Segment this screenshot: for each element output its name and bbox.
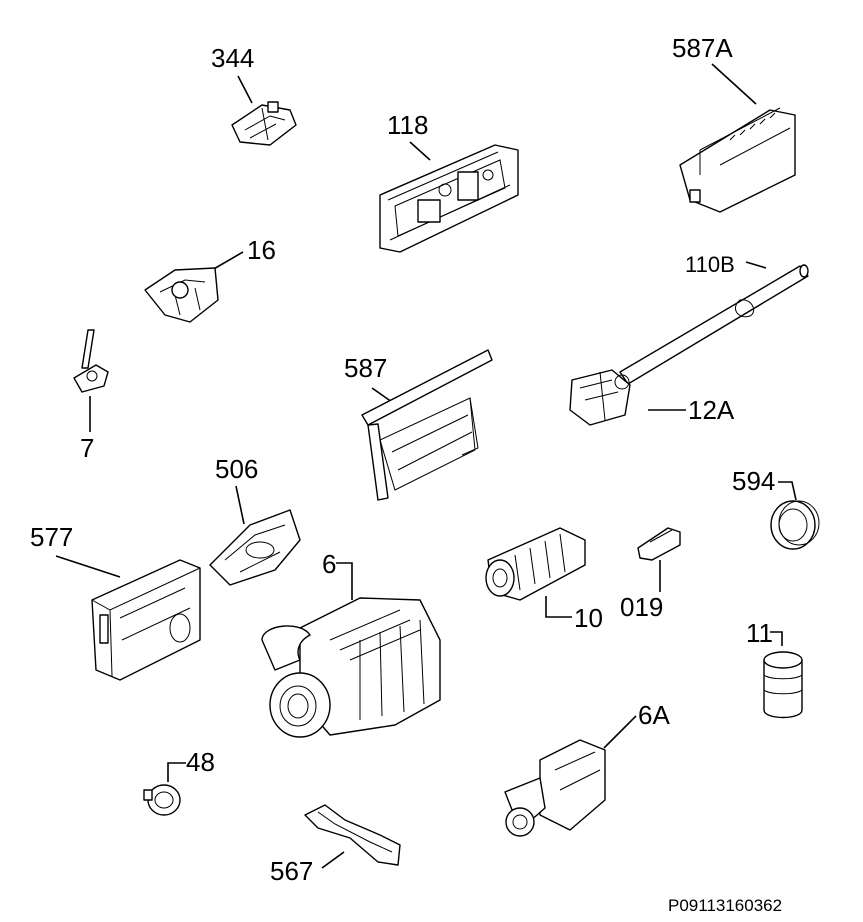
part-11: 11 bbox=[746, 618, 803, 719]
part-16: 16 bbox=[144, 235, 276, 323]
part-10: 10 bbox=[485, 527, 603, 633]
part-110B: 110B bbox=[619, 252, 809, 385]
label-11: 11 bbox=[746, 618, 773, 648]
label-577: 577 bbox=[30, 522, 73, 552]
part-12A: 12A bbox=[569, 369, 735, 426]
label-344: 344 bbox=[211, 43, 254, 73]
label-6A: 6A bbox=[638, 700, 670, 730]
label-594: 594 bbox=[732, 466, 775, 496]
part-577: 577 bbox=[30, 522, 201, 681]
label-10: 10 bbox=[574, 603, 603, 633]
part-506: 506 bbox=[209, 454, 301, 586]
diagram-reference-number: P09113160362 bbox=[668, 896, 782, 915]
part-48: 48 bbox=[143, 747, 215, 816]
label-16: 16 bbox=[247, 235, 276, 265]
label-48: 48 bbox=[186, 747, 215, 777]
part-587: 587 bbox=[344, 349, 493, 501]
part-118: 118 bbox=[379, 110, 519, 253]
label-110B: 110B bbox=[685, 252, 735, 277]
label-7: 7 bbox=[80, 433, 94, 463]
label-6: 6 bbox=[322, 549, 336, 579]
part-019: 019 bbox=[620, 527, 681, 622]
label-587A: 587A bbox=[672, 33, 733, 63]
label-587: 587 bbox=[344, 353, 387, 383]
part-587A: 587A bbox=[672, 33, 796, 213]
label-12A: 12A bbox=[688, 395, 735, 425]
part-6: 6 bbox=[261, 549, 441, 738]
part-594: 594 bbox=[732, 466, 820, 550]
label-019: 019 bbox=[620, 592, 663, 622]
part-344: 344 bbox=[211, 43, 297, 146]
label-506: 506 bbox=[215, 454, 258, 484]
part-6A: 6A bbox=[504, 700, 670, 837]
label-567: 567 bbox=[270, 856, 313, 886]
label-118: 118 bbox=[387, 110, 428, 140]
part-567: 567 bbox=[270, 804, 401, 886]
part-7: 7 bbox=[73, 329, 109, 463]
